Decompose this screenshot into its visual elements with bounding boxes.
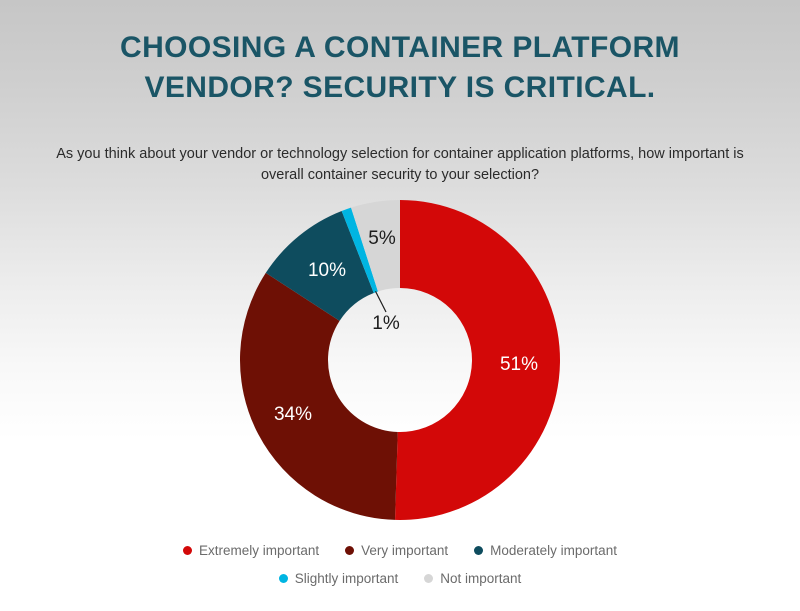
legend-item-very-important[interactable]: Very important	[345, 543, 448, 558]
legend-item-slightly-important[interactable]: Slightly important	[278, 570, 399, 586]
legend-swatch-icon	[424, 573, 434, 583]
chart-legend: Extremely important Very important Moderat…	[0, 536, 800, 592]
legend-item-not-important[interactable]: Not important	[424, 571, 521, 586]
donut-slice-slightly-important[interactable]	[341, 207, 378, 293]
donut-callout-line-slightly-important	[374, 290, 387, 313]
donut-chart-svg	[240, 200, 560, 520]
donut-slice-moderately-important[interactable]	[265, 211, 374, 321]
legend-swatch-icon	[474, 545, 484, 555]
legend-item-label: Slightly important	[294, 570, 399, 586]
legend-row-1: Extremely important Very important Moderat…	[0, 536, 800, 564]
legend-item-moderately-important[interactable]: Moderately important	[474, 543, 617, 558]
page-title-line-2: VENDOR? SECURITY IS CRITICAL.	[144, 70, 656, 104]
legend-item-extremely-important[interactable]: Extremely important	[183, 543, 319, 558]
donut-chart: 51%34%10%1%5%	[0, 185, 800, 530]
legend-swatch-icon	[278, 573, 288, 583]
donut-slice-extremely-important[interactable]	[395, 200, 560, 520]
donut-callout-group	[374, 290, 387, 313]
legend-item-label: Extremely important	[199, 542, 320, 558]
legend-row-2: Slightly important Not important	[0, 564, 800, 592]
legend-item-label: Very important	[361, 542, 449, 558]
legend-item-label: Moderately important	[490, 542, 617, 558]
donut-slice-very-important[interactable]	[240, 272, 398, 520]
page-title: CHOOSING A CONTAINER PLATFORM VENDOR? SE…	[0, 28, 800, 108]
donut-slice-group	[240, 200, 560, 520]
chart-subtitle: As you think about your vendor or techno…	[56, 146, 744, 184]
legend-item-label: Not important	[440, 570, 522, 586]
legend-swatch-icon	[183, 545, 193, 555]
page-title-line-1: CHOOSING A CONTAINER PLATFORM	[120, 31, 680, 64]
donut-slice-not-important[interactable]	[351, 200, 400, 292]
legend-swatch-icon	[345, 545, 355, 555]
